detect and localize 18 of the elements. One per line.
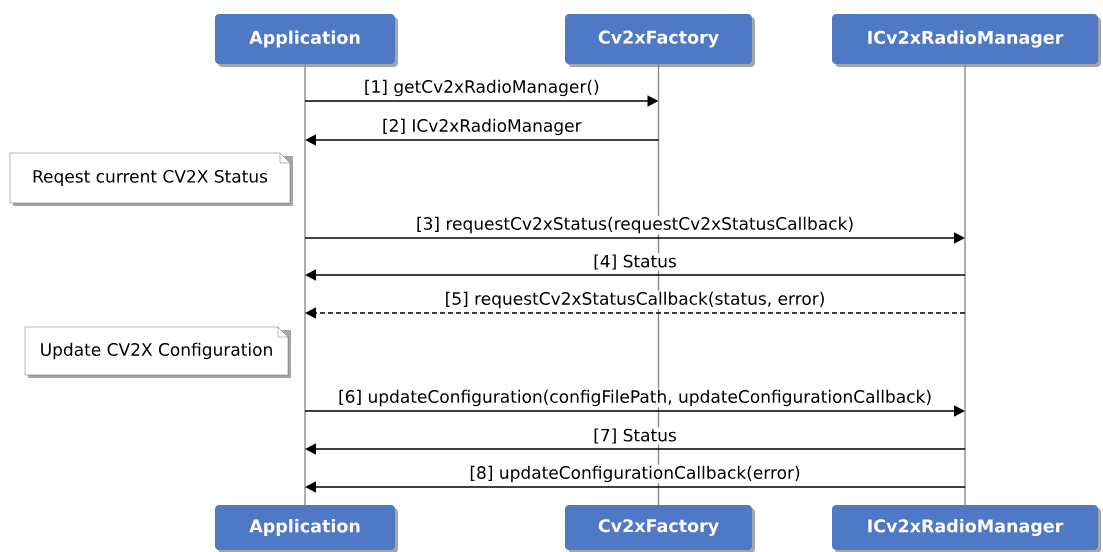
edge-label: [5] requestCv2xStatusCallback(status, error) (443, 290, 827, 310)
lifeline (304, 64, 306, 505)
participant-box: Cv2xFactory (565, 14, 755, 67)
edge-label: [3] requestCv2xStatus(requestCv2xStatusCallback) (414, 215, 856, 235)
participant-box: ICv2xRadioManager (832, 14, 1101, 67)
note-box: Reqest current CV2X Status (9, 152, 293, 206)
note-box: Update CV2X Configuration (24, 326, 291, 378)
participant-box: Application (215, 505, 398, 552)
edge-label: [4] Status (592, 253, 678, 271)
edge-label: [6] updateConfiguration(configFilePath, updateConfigurationCallback) (337, 388, 933, 408)
participant-box: Cv2xFactory (565, 505, 755, 552)
edge-label: [8] updateConfigurationCallback(error) (468, 464, 802, 484)
edge-label: [2] ICv2xRadioManager (380, 117, 583, 137)
edge-label: [7] Status (592, 427, 678, 445)
edge-label: [1] getCv2xRadioManager() (362, 78, 601, 98)
participant-box: Application (215, 14, 398, 67)
lifeline (964, 64, 966, 505)
participant-box: ICv2xRadioManager (832, 505, 1101, 552)
